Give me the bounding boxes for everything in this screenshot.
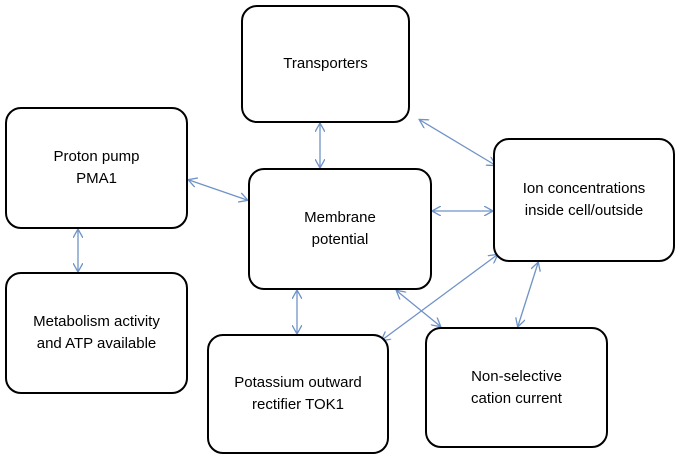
node-proton-pump: Proton pump PMA1	[5, 107, 188, 229]
node-ion-concentrations-line-1: Ion concentrations	[522, 180, 646, 197]
arrow-ion-potassium	[382, 255, 497, 340]
node-proton-pump-line-2: PMA1	[76, 170, 117, 187]
arrow-membrane-nonselective	[397, 291, 440, 326]
node-non-selective-line-1: Non-selective	[471, 367, 562, 385]
node-transporters: Transporters	[241, 5, 410, 123]
arrow-ion-nonselective	[518, 263, 538, 326]
arrow-transporters-ion	[420, 120, 495, 165]
node-potassium: Potassium outward rectifier TOK1	[207, 334, 389, 454]
node-ion-concentrations: Ion concentrations inside cell/outside	[493, 138, 675, 262]
node-transporters-line-1: Transporters	[283, 55, 368, 72]
node-membrane-potential-line-1: Membrane	[304, 209, 376, 226]
arrow-proton-membrane	[189, 180, 247, 200]
node-non-selective-line-2: cation current	[471, 389, 562, 407]
node-potassium-line-2: rectifier TOK1	[252, 396, 344, 413]
connector-arrows	[78, 120, 538, 340]
node-proton-pump-line-1: Proton pump	[53, 148, 140, 165]
node-metabolism: Metabolism activity and ATP available	[5, 272, 188, 394]
node-membrane-potential-line-2: potential	[311, 231, 369, 248]
node-membrane-potential: Membrane potential	[248, 168, 432, 290]
node-metabolism-line-1: Metabolism activity	[33, 313, 160, 330]
node-metabolism-line-2: and ATP available	[36, 335, 157, 352]
node-non-selective: Non-selective cation current	[425, 327, 608, 448]
node-ion-concentrations-line-2: inside cell/outside	[524, 202, 644, 219]
node-potassium-line-1: Potassium outward	[234, 374, 362, 391]
